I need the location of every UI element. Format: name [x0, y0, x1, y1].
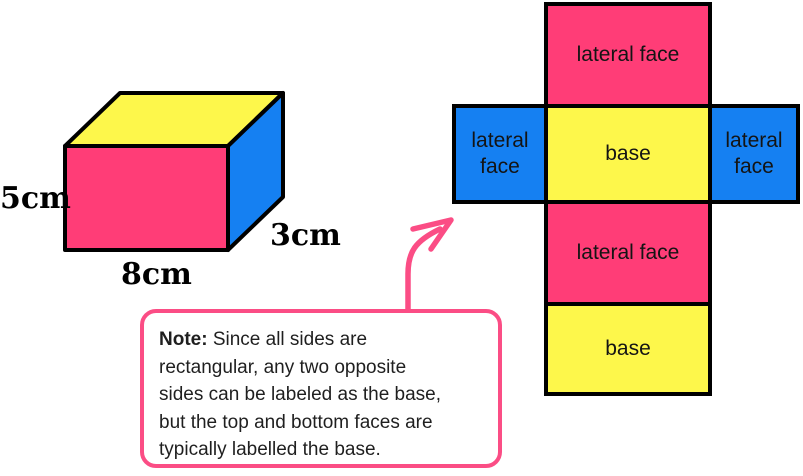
cuboid-top-face [63, 91, 285, 148]
note-line: Note: Since all sides are [159, 326, 483, 354]
net-top-lateral-face-label: lateral face [576, 43, 680, 67]
curved-arrow-icon [405, 217, 454, 315]
note-line: rectangular, any two opposite [159, 356, 407, 378]
note-line: typically labelled the base. [159, 439, 381, 460]
net-top-lateral-face: lateral face [544, 2, 712, 108]
note-line1-text: Since all sides are [207, 329, 368, 350]
net-left-lateral-face: lateral face [452, 104, 548, 204]
cuboid-depth-label: 3cm [270, 218, 341, 253]
cuboid-width-label: 8cm [121, 257, 192, 292]
net-bottom-base-label: base [605, 337, 651, 361]
cuboid-front-face [63, 144, 230, 252]
net-center-base-face: base [544, 104, 712, 204]
note-label: Note: [159, 329, 208, 350]
net-right-lateral-face: lateral face [708, 104, 800, 204]
note-line: but the top and bottom faces are [159, 411, 433, 433]
net-bottom-base-face: base [544, 302, 712, 396]
net-right-lateral-face-label: lateral face [725, 129, 783, 178]
cuboid-height-label: 5cm [0, 181, 71, 216]
net-lower-lateral-face-label: lateral face [576, 241, 680, 265]
net-lower-lateral-face: lateral face [544, 200, 712, 306]
net-center-base-label: base [605, 142, 651, 166]
net-left-lateral-face-label: lateral face [471, 129, 529, 178]
note-line: sides can be labeled as the base, [159, 384, 442, 405]
note-callout-box: Note: Since all sides are rectangular, a… [140, 309, 502, 468]
